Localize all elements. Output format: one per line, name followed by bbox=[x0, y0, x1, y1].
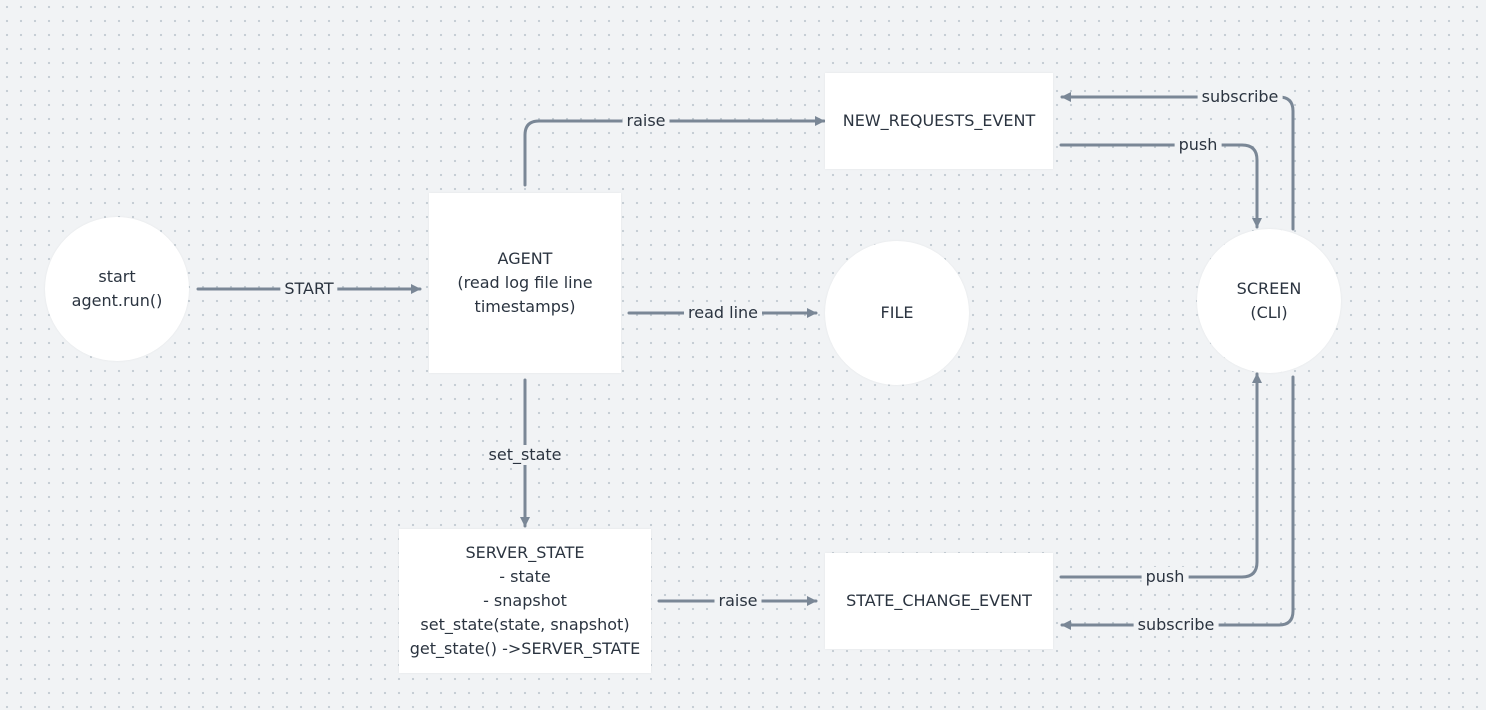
new-requests-event-label: NEW_REQUESTS_EVENT bbox=[842, 111, 1036, 130]
edge-label-start: START bbox=[280, 279, 338, 299]
file-node: FILE bbox=[825, 241, 969, 385]
edge-state-change-to-screen bbox=[1059, 372, 1262, 579]
server-state-node: SERVER_STATE - state - snapshot set_stat… bbox=[399, 529, 651, 673]
edge-label-push-new-requests: push bbox=[1174, 135, 1222, 155]
agent-node: AGENT (read log file line timestamps) bbox=[429, 193, 621, 373]
start-node-line-1: start bbox=[98, 267, 136, 286]
agent-node-line-1: AGENT bbox=[497, 249, 553, 268]
server-state-line-5: get_state() ->SERVER_STATE bbox=[409, 639, 641, 658]
server-state-line-4: set_state(state, snapshot) bbox=[420, 615, 630, 634]
start-node: start agent.run() bbox=[45, 217, 189, 361]
screen-node-line-2: (CLI) bbox=[1250, 303, 1288, 322]
edge-label-raise-state-change: raise bbox=[714, 591, 762, 611]
new-requests-event-node: NEW_REQUESTS_EVENT bbox=[825, 73, 1053, 169]
screen-node-line-1: SCREEN bbox=[1236, 279, 1302, 298]
server-state-line-3: - snapshot bbox=[483, 591, 567, 610]
edge-label-subscribe-state-change: subscribe bbox=[1133, 615, 1219, 635]
edge-label-raise-new-requests: raise bbox=[622, 111, 670, 131]
screen-node: SCREEN (CLI) bbox=[1197, 229, 1341, 373]
edge-agent-to-new-requests bbox=[523, 116, 826, 187]
server-state-line-2: - state bbox=[499, 567, 551, 586]
file-node-label: FILE bbox=[880, 303, 914, 322]
edge-screen-to-state-change bbox=[1060, 375, 1295, 630]
state-change-event-node: STATE_CHANGE_EVENT bbox=[825, 553, 1053, 649]
edge-label-push-state-change: push bbox=[1141, 567, 1189, 587]
edge-label-read-line: read line bbox=[684, 303, 762, 323]
agent-node-line-3: timestamps) bbox=[474, 297, 576, 316]
agent-node-line-2: (read log file line bbox=[457, 273, 593, 292]
edge-new-requests-to-screen bbox=[1059, 143, 1262, 229]
start-node-line-2: agent.run() bbox=[71, 291, 163, 310]
state-change-event-label: STATE_CHANGE_EVENT bbox=[846, 591, 1032, 610]
edge-label-set-state: set_state bbox=[484, 445, 566, 465]
edge-label-subscribe-new-requests: subscribe bbox=[1197, 87, 1283, 107]
server-state-line-1: SERVER_STATE bbox=[465, 543, 585, 562]
